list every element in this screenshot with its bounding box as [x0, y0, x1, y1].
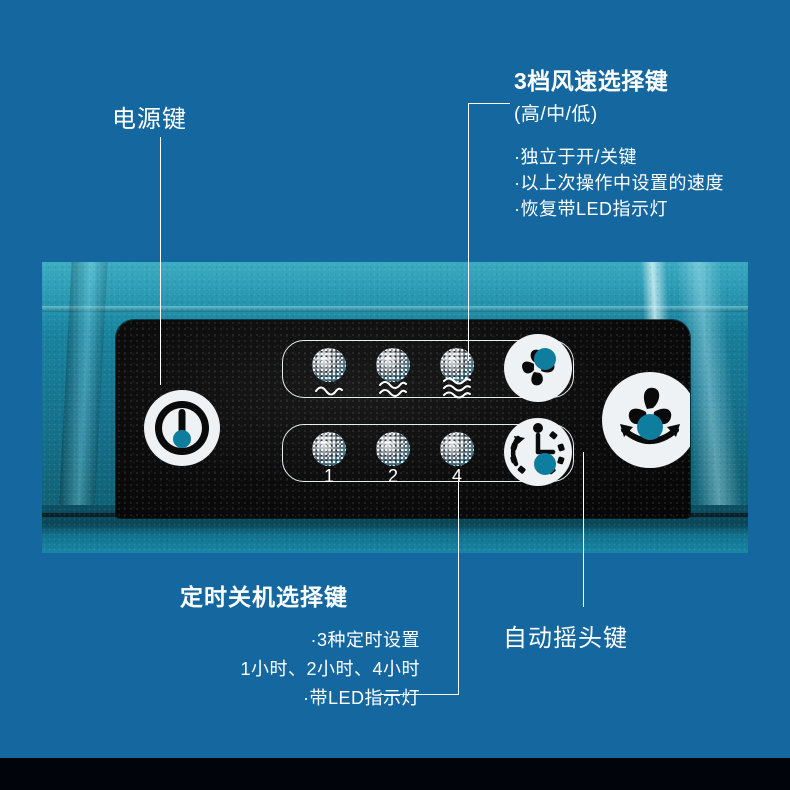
- leader-line-timer-horizontal: [378, 694, 459, 696]
- callout-fan-speed-title: 3档风速选择键: [514, 68, 669, 94]
- fan-oscillation-icon: [605, 375, 690, 465]
- timer-button[interactable]: [504, 418, 572, 486]
- photo-bevel: [42, 306, 748, 312]
- timer-indicator-capsule: [282, 424, 574, 482]
- timer-clock-icon: [506, 420, 570, 484]
- speed-wave-high-icon: [443, 377, 471, 399]
- timer-led-2h: [376, 432, 410, 466]
- callout-fan-speed-bullet-3: ·恢复带LED指示灯: [514, 199, 669, 219]
- callout-fan-speed-bullets: ·独立于开/关键 ·以上次操作中设置的速度 ·恢复带LED指示灯: [514, 144, 724, 222]
- speed-wave-mid-icon: [379, 381, 407, 397]
- leader-line-timer-vertical: [458, 480, 460, 695]
- speed-led-low: [312, 348, 346, 382]
- timer-label-2h: 2: [387, 466, 398, 486]
- timer-label-4h: 4: [451, 466, 462, 486]
- callout-fan-speed-subtitle: (高/中/低): [514, 104, 598, 125]
- callout-timer-bullet-3: ·带LED指示灯: [302, 688, 420, 708]
- callout-timer: 定时关机选择键 ·3种定时设置 1小时、2小时、4小时 ·带LED指示灯: [120, 578, 420, 713]
- oscillation-button[interactable]: [602, 372, 690, 468]
- callout-timer-bullet-1: ·3种定时设置: [310, 630, 420, 650]
- timer-led-4h: [440, 432, 474, 466]
- leader-line-speed-horizontal: [468, 103, 510, 105]
- callout-timer-bullet-2: 1小时、2小时、4小时: [240, 659, 420, 679]
- control-panel: 1 2 4: [116, 320, 690, 518]
- bottom-dark-band: [0, 758, 790, 790]
- leader-line-oscillation: [583, 452, 585, 607]
- leader-line-speed-vertical: [468, 103, 470, 361]
- fan-speed-icon: [506, 336, 570, 400]
- timer-led-1h: [312, 432, 346, 466]
- label-power-button: 电源键: [112, 106, 187, 133]
- speed-indicator-capsule: [282, 340, 574, 398]
- power-button[interactable]: [144, 390, 220, 466]
- timer-label-1h: 1: [323, 466, 334, 486]
- callout-fan-speed-bullet-1: ·独立于开/关键: [514, 147, 637, 167]
- callout-fan-speed: 3档风速选择键 (高/中/低) ·独立于开/关键 ·以上次操作中设置的速度 ·恢…: [514, 62, 724, 222]
- callout-fan-speed-bullet-2: ·以上次操作中设置的速度: [514, 173, 724, 193]
- fan-speed-button[interactable]: [504, 334, 572, 402]
- callout-timer-bullets: ·3种定时设置 1小时、2小时、4小时 ·带LED指示灯: [120, 626, 420, 713]
- label-oscillation-button: 自动摇头键: [503, 625, 628, 652]
- callout-timer-title: 定时关机选择键: [180, 584, 348, 610]
- speed-led-mid: [376, 348, 410, 382]
- power-thermometer-icon: [146, 392, 218, 464]
- speed-wave-low-icon: [315, 386, 343, 396]
- leader-line-power: [160, 137, 162, 385]
- product-photo: 1 2 4: [42, 262, 748, 553]
